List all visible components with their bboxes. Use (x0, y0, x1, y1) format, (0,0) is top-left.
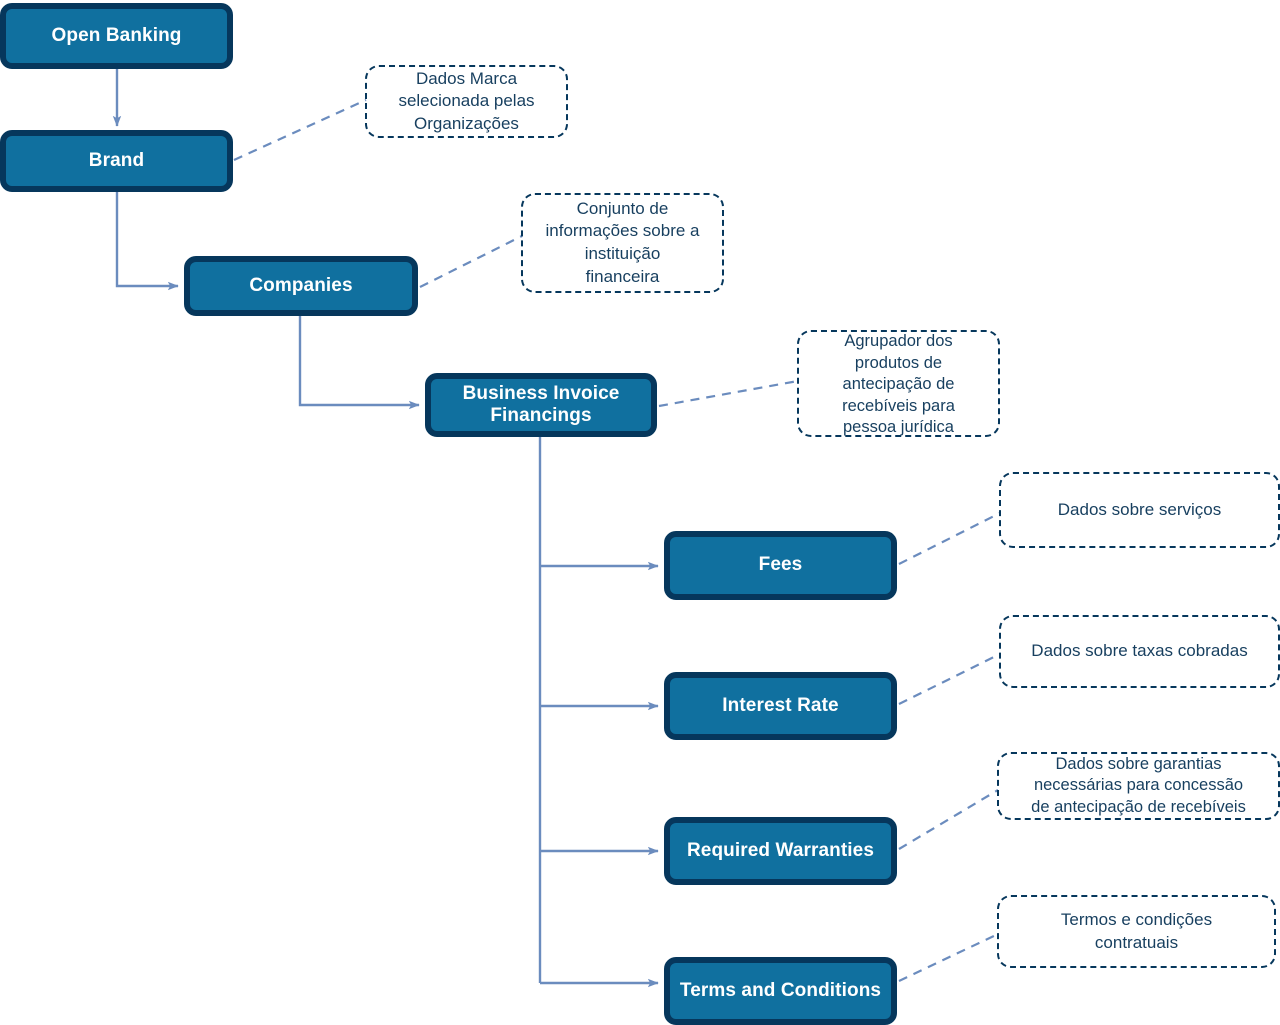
edge-required-warranties-to-note (898, 789, 999, 850)
edge-interest-rate-to-note (898, 653, 1001, 705)
note-companies: Conjunto de informações sobre a institui… (521, 193, 724, 293)
note-business-invoice-financings-label: Agrupador dos produtos de antecipação de… (842, 332, 955, 437)
node-brand[interactable]: Brand (0, 130, 233, 192)
node-fees[interactable]: Fees (664, 531, 897, 600)
note-interest-rate: Dados sobre taxas cobradas (999, 615, 1280, 688)
note-terms-and-conditions-label: Termos e condições contratuais (1060, 909, 1213, 952)
note-terms-and-conditions: Termos e condições contratuais (997, 895, 1276, 968)
node-fees-label: Fees (758, 554, 803, 576)
edge-companies-to-business-invoice (298, 316, 420, 410)
edge-brand-to-companies (115, 192, 179, 291)
node-companies[interactable]: Companies (184, 256, 418, 316)
note-required-warranties: Dados sobre garantias necessárias para c… (997, 752, 1280, 820)
edge-companies-to-note (419, 235, 523, 288)
node-brand-label: Brand (88, 149, 145, 171)
note-fees: Dados sobre serviços (999, 472, 1280, 548)
node-required-warranties[interactable]: Required Warranties (664, 817, 897, 885)
note-fees-label: Dados sobre serviços (1057, 499, 1222, 519)
node-interest-rate-label: Interest Rate (722, 694, 839, 716)
node-companies-label: Companies (249, 274, 353, 296)
edge-brand-to-note (233, 98, 367, 162)
edge-business-invoice-to-note (658, 379, 799, 408)
edge-fees-to-note (898, 512, 1001, 565)
node-interest-rate[interactable]: Interest Rate (664, 672, 897, 740)
node-required-warranties-label: Required Warranties (686, 839, 875, 861)
node-business-invoice-financings-label: Business Invoice Financings (462, 382, 620, 426)
note-required-warranties-label: Dados sobre garantias necessárias para c… (1031, 754, 1246, 816)
note-brand: Dados Marca selecionada pelas Organizaçõ… (365, 65, 568, 138)
node-open-banking-label: Open Banking (51, 24, 182, 46)
note-business-invoice-financings: Agrupador dos produtos de antecipação de… (797, 330, 1000, 437)
node-open-banking[interactable]: Open Banking (0, 3, 233, 69)
note-brand-label: Dados Marca selecionada pelas Organizaçõ… (398, 68, 535, 133)
edge-terms-to-note (898, 933, 999, 982)
node-terms-and-conditions[interactable]: Terms and Conditions (664, 957, 897, 1025)
note-interest-rate-label: Dados sobre taxas cobradas (1031, 641, 1248, 661)
note-companies-label: Conjunto de informações sobre a institui… (545, 198, 700, 286)
node-terms-and-conditions-label: Terms and Conditions (679, 979, 882, 1001)
node-business-invoice-financings[interactable]: Business Invoice Financings (425, 373, 657, 437)
